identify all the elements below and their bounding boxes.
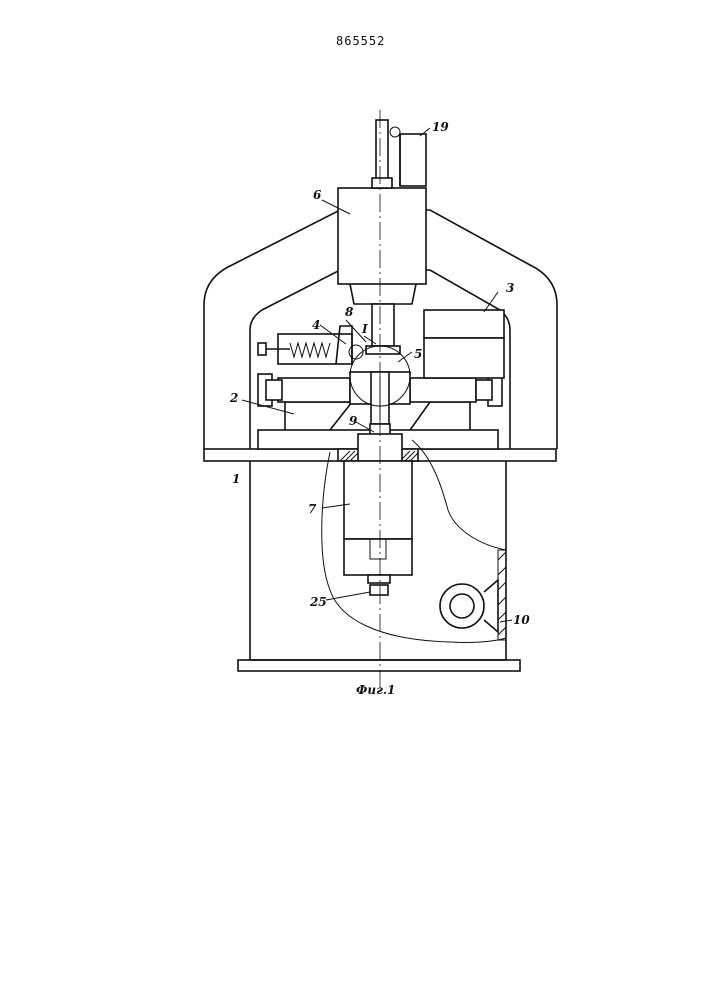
spring-knob <box>258 343 266 355</box>
label-4: 4 <box>312 318 320 332</box>
lower-nut-upper <box>368 575 390 583</box>
actuator <box>400 134 426 186</box>
label-25: 25 <box>309 595 327 609</box>
figure-caption: Фиг.1 <box>356 683 395 697</box>
label-I: I <box>361 322 368 336</box>
right-end-collar <box>476 380 492 400</box>
side-wall-hatch <box>498 552 506 635</box>
upper-shaft-collar <box>372 178 392 188</box>
label-7: 7 <box>308 502 317 516</box>
right-clamp-shaft <box>410 378 476 402</box>
label-8: 8 <box>345 305 354 319</box>
wheel-outer <box>440 584 484 628</box>
spindle <box>372 304 394 346</box>
right-mid-block <box>424 338 504 378</box>
label-19: 19 <box>432 120 449 134</box>
left-end-collar <box>266 380 282 400</box>
left-slide-block <box>285 402 352 430</box>
label-2: 2 <box>229 391 238 405</box>
side-wall-section <box>498 550 506 640</box>
label-6: 6 <box>313 188 322 202</box>
right-slide-block <box>410 402 470 430</box>
actuator-link <box>390 127 400 137</box>
upper-head-taper <box>350 284 416 304</box>
label-5: 5 <box>414 347 422 361</box>
base-plate <box>238 660 520 671</box>
right-top-block <box>424 310 504 338</box>
lower-unit-bottom <box>344 539 412 575</box>
wheel-inner <box>450 594 474 618</box>
label-1: 1 <box>232 472 240 486</box>
wheel-bracket <box>484 580 498 632</box>
lower-nut <box>370 585 388 595</box>
label-9: 9 <box>349 414 358 428</box>
left-clamp-shaft <box>278 378 350 402</box>
label-3: 3 <box>506 281 514 295</box>
upper-head <box>338 188 426 284</box>
label-10: 10 <box>513 613 530 627</box>
lower-unit <box>344 461 412 539</box>
